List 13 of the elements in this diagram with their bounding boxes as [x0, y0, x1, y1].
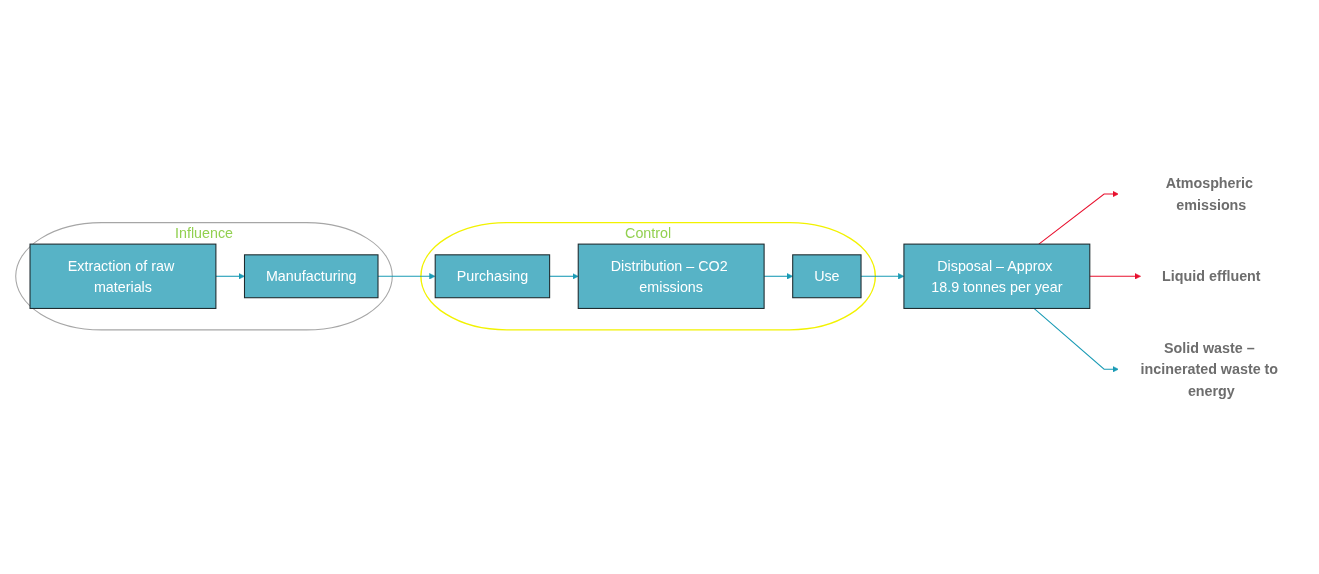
- node-box: Distribution – CO2 emissions: [577, 243, 765, 309]
- arrow: [763, 273, 793, 280]
- arrow: [860, 273, 904, 280]
- arrow: [1032, 307, 1119, 373]
- node-text: Solid waste – incinerated waste to energy: [1140, 339, 1278, 399]
- node-box: Extraction of raw materials: [29, 243, 216, 309]
- arrow: [1037, 190, 1119, 245]
- node-box: Manufacturing: [243, 254, 379, 299]
- node-box: Use: [791, 254, 862, 299]
- node-box: Disposal – Approx 18.9 tonnes per year: [902, 243, 1090, 309]
- node-text: Liquid effluent: [1161, 268, 1261, 285]
- node-box: Purchasing: [434, 254, 550, 299]
- node-text: Atmospheric emissions: [1165, 175, 1253, 213]
